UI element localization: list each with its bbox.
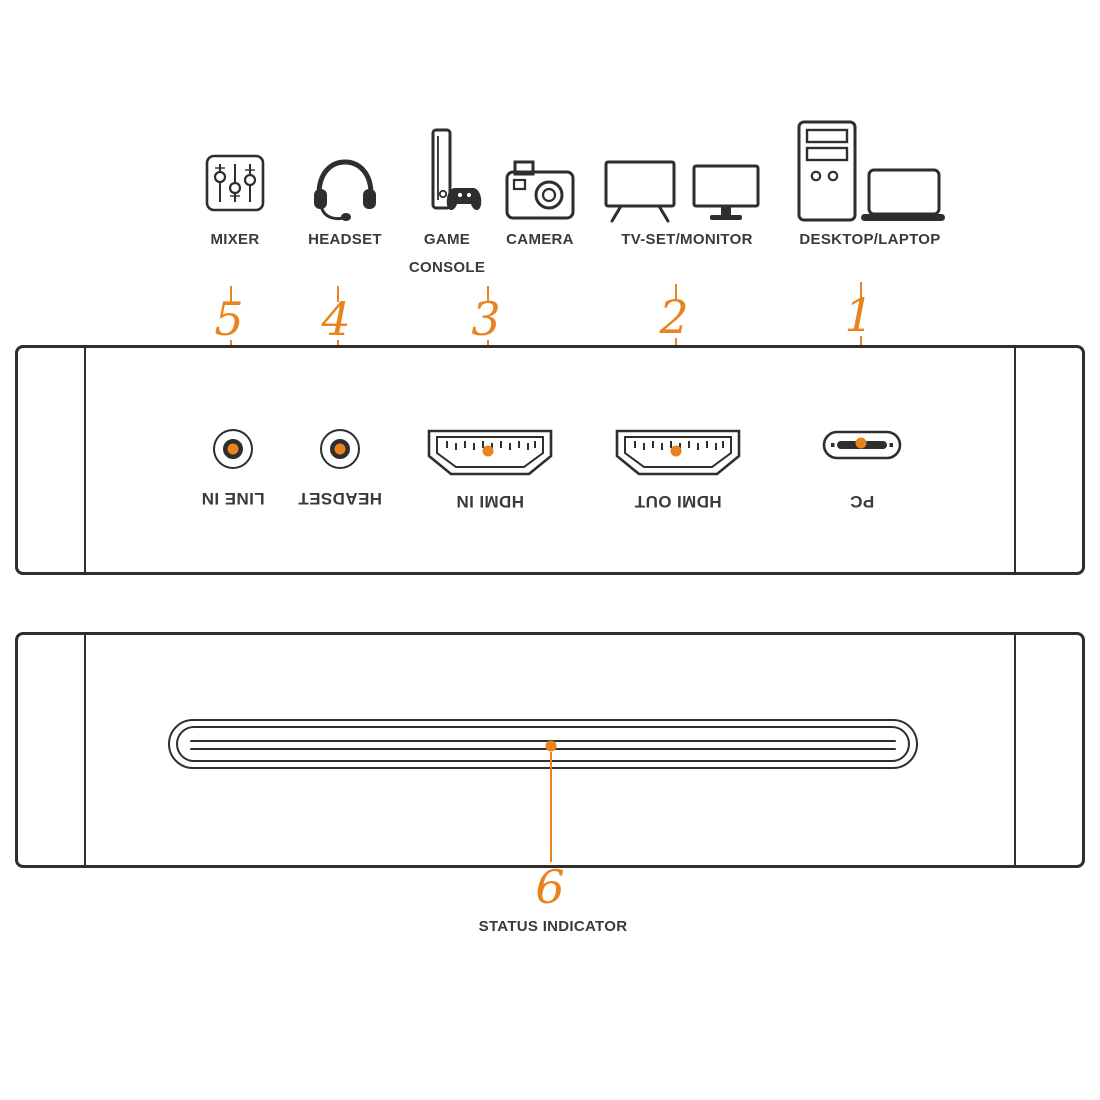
headset-port-label: HEADSET: [297, 489, 383, 508]
camera-label: CAMERA: [506, 231, 574, 248]
hdmi-out-port: [615, 429, 741, 476]
port-dot-hdmi-in: [482, 445, 494, 457]
port-dot-hdmi-out: [670, 445, 682, 457]
front-panel: [15, 345, 1085, 575]
callout-number-5: 5: [214, 292, 244, 346]
desktop-laptop-label: DESKTOP/LAPTOP: [799, 231, 941, 248]
status-slot-line-1: [190, 740, 896, 742]
leader-line-6: [550, 752, 552, 862]
callout-number-3: 3: [471, 292, 501, 346]
callout-number-1: 1: [844, 288, 874, 342]
hdmi-out-port-label: HDMI OUT: [634, 492, 722, 511]
front-panel-endcap-right: [1014, 348, 1016, 572]
hdmi-in-port: [427, 429, 553, 476]
tv-monitor-icon: [604, 160, 760, 223]
hdmi-in-port-label: HDMI IN: [456, 492, 524, 511]
line-in-port-label: LINE IN: [201, 489, 265, 508]
top-panel-endcap-left: [84, 635, 86, 865]
port-dot-line-in: [227, 443, 239, 455]
port-dot-headset: [334, 443, 346, 455]
mixer-label: MIXER: [210, 231, 260, 248]
headset-label: HEADSET: [308, 231, 382, 248]
leader-line-3-top: [487, 286, 489, 302]
leader-line-5-top: [230, 286, 232, 302]
headset-icon: [314, 159, 376, 221]
port-dot-pc: [855, 437, 867, 449]
tv-monitor-label: TV-SET/MONITOR: [621, 231, 753, 248]
game-console-label-line1: GAME: [423, 231, 471, 248]
game-console-icon: [431, 128, 482, 210]
callout-number-4: 4: [321, 292, 351, 346]
leader-line-4-top: [337, 286, 339, 302]
callout-number-6: 6: [535, 860, 565, 914]
leader-line-2-top: [675, 284, 677, 300]
callout-number-2: 2: [659, 290, 689, 344]
camera-icon: [505, 160, 575, 220]
status-indicator-dot: [545, 740, 557, 752]
pc-port-label: PC: [849, 492, 875, 511]
status-indicator-slot-inner: [176, 726, 910, 762]
status-indicator-label: STATUS INDICATOR: [478, 918, 628, 935]
top-panel-endcap-right: [1014, 635, 1016, 865]
leader-line-1-top: [860, 282, 862, 298]
status-slot-line-2: [190, 748, 896, 750]
game-console-label-line2: CONSOLE: [408, 259, 486, 276]
front-panel-endcap-left: [84, 348, 86, 572]
desktop-laptop-icon: [797, 120, 945, 222]
mixer-icon: [205, 154, 265, 212]
